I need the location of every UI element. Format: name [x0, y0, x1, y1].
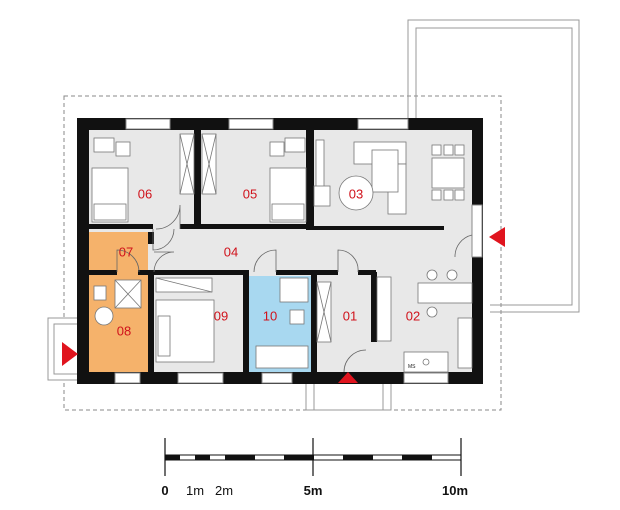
room-08-label: 08: [117, 323, 131, 338]
scale-label-0: 0: [161, 483, 168, 498]
doors: [116, 204, 473, 373]
windows: [114, 118, 483, 384]
room-04-label: 04: [224, 244, 238, 259]
room-07-label: 07: [119, 244, 133, 259]
interior-walls: [89, 130, 444, 372]
room-09-furniture: [155, 277, 215, 363]
room-02-kitchen: [376, 269, 473, 373]
room-02-label: 02: [406, 308, 420, 323]
roof-outline: [63, 95, 502, 411]
scale-label-2m: 2m: [215, 483, 233, 498]
room-10-label: 10: [263, 308, 277, 323]
entrance-arrow-left: [62, 342, 78, 366]
scale-bar: [164, 438, 462, 476]
room-01-furniture: [316, 281, 332, 343]
scale-label-10m: 10m: [442, 483, 468, 498]
room-05-furniture: [201, 133, 307, 223]
room-06-label: 06: [138, 186, 152, 201]
entrance-arrow-right: [489, 227, 505, 247]
room-10-bathroom: [255, 277, 309, 369]
room-08-bathroom: [93, 279, 142, 326]
scale-label-5m: 5m: [304, 483, 323, 498]
room-05-label: 05: [243, 186, 257, 201]
terrace-outline: [407, 19, 580, 313]
room-03-label: 03: [349, 186, 363, 201]
appliance-label: MS: [408, 364, 416, 370]
room-06-furniture: [91, 133, 195, 223]
entrance-arrow-bottom: [338, 372, 358, 383]
room-03-furniture: [313, 139, 465, 215]
room-09-label: 09: [214, 308, 228, 323]
room-01-label: 01: [343, 308, 357, 323]
scale-label-1m: 1m: [186, 483, 204, 498]
